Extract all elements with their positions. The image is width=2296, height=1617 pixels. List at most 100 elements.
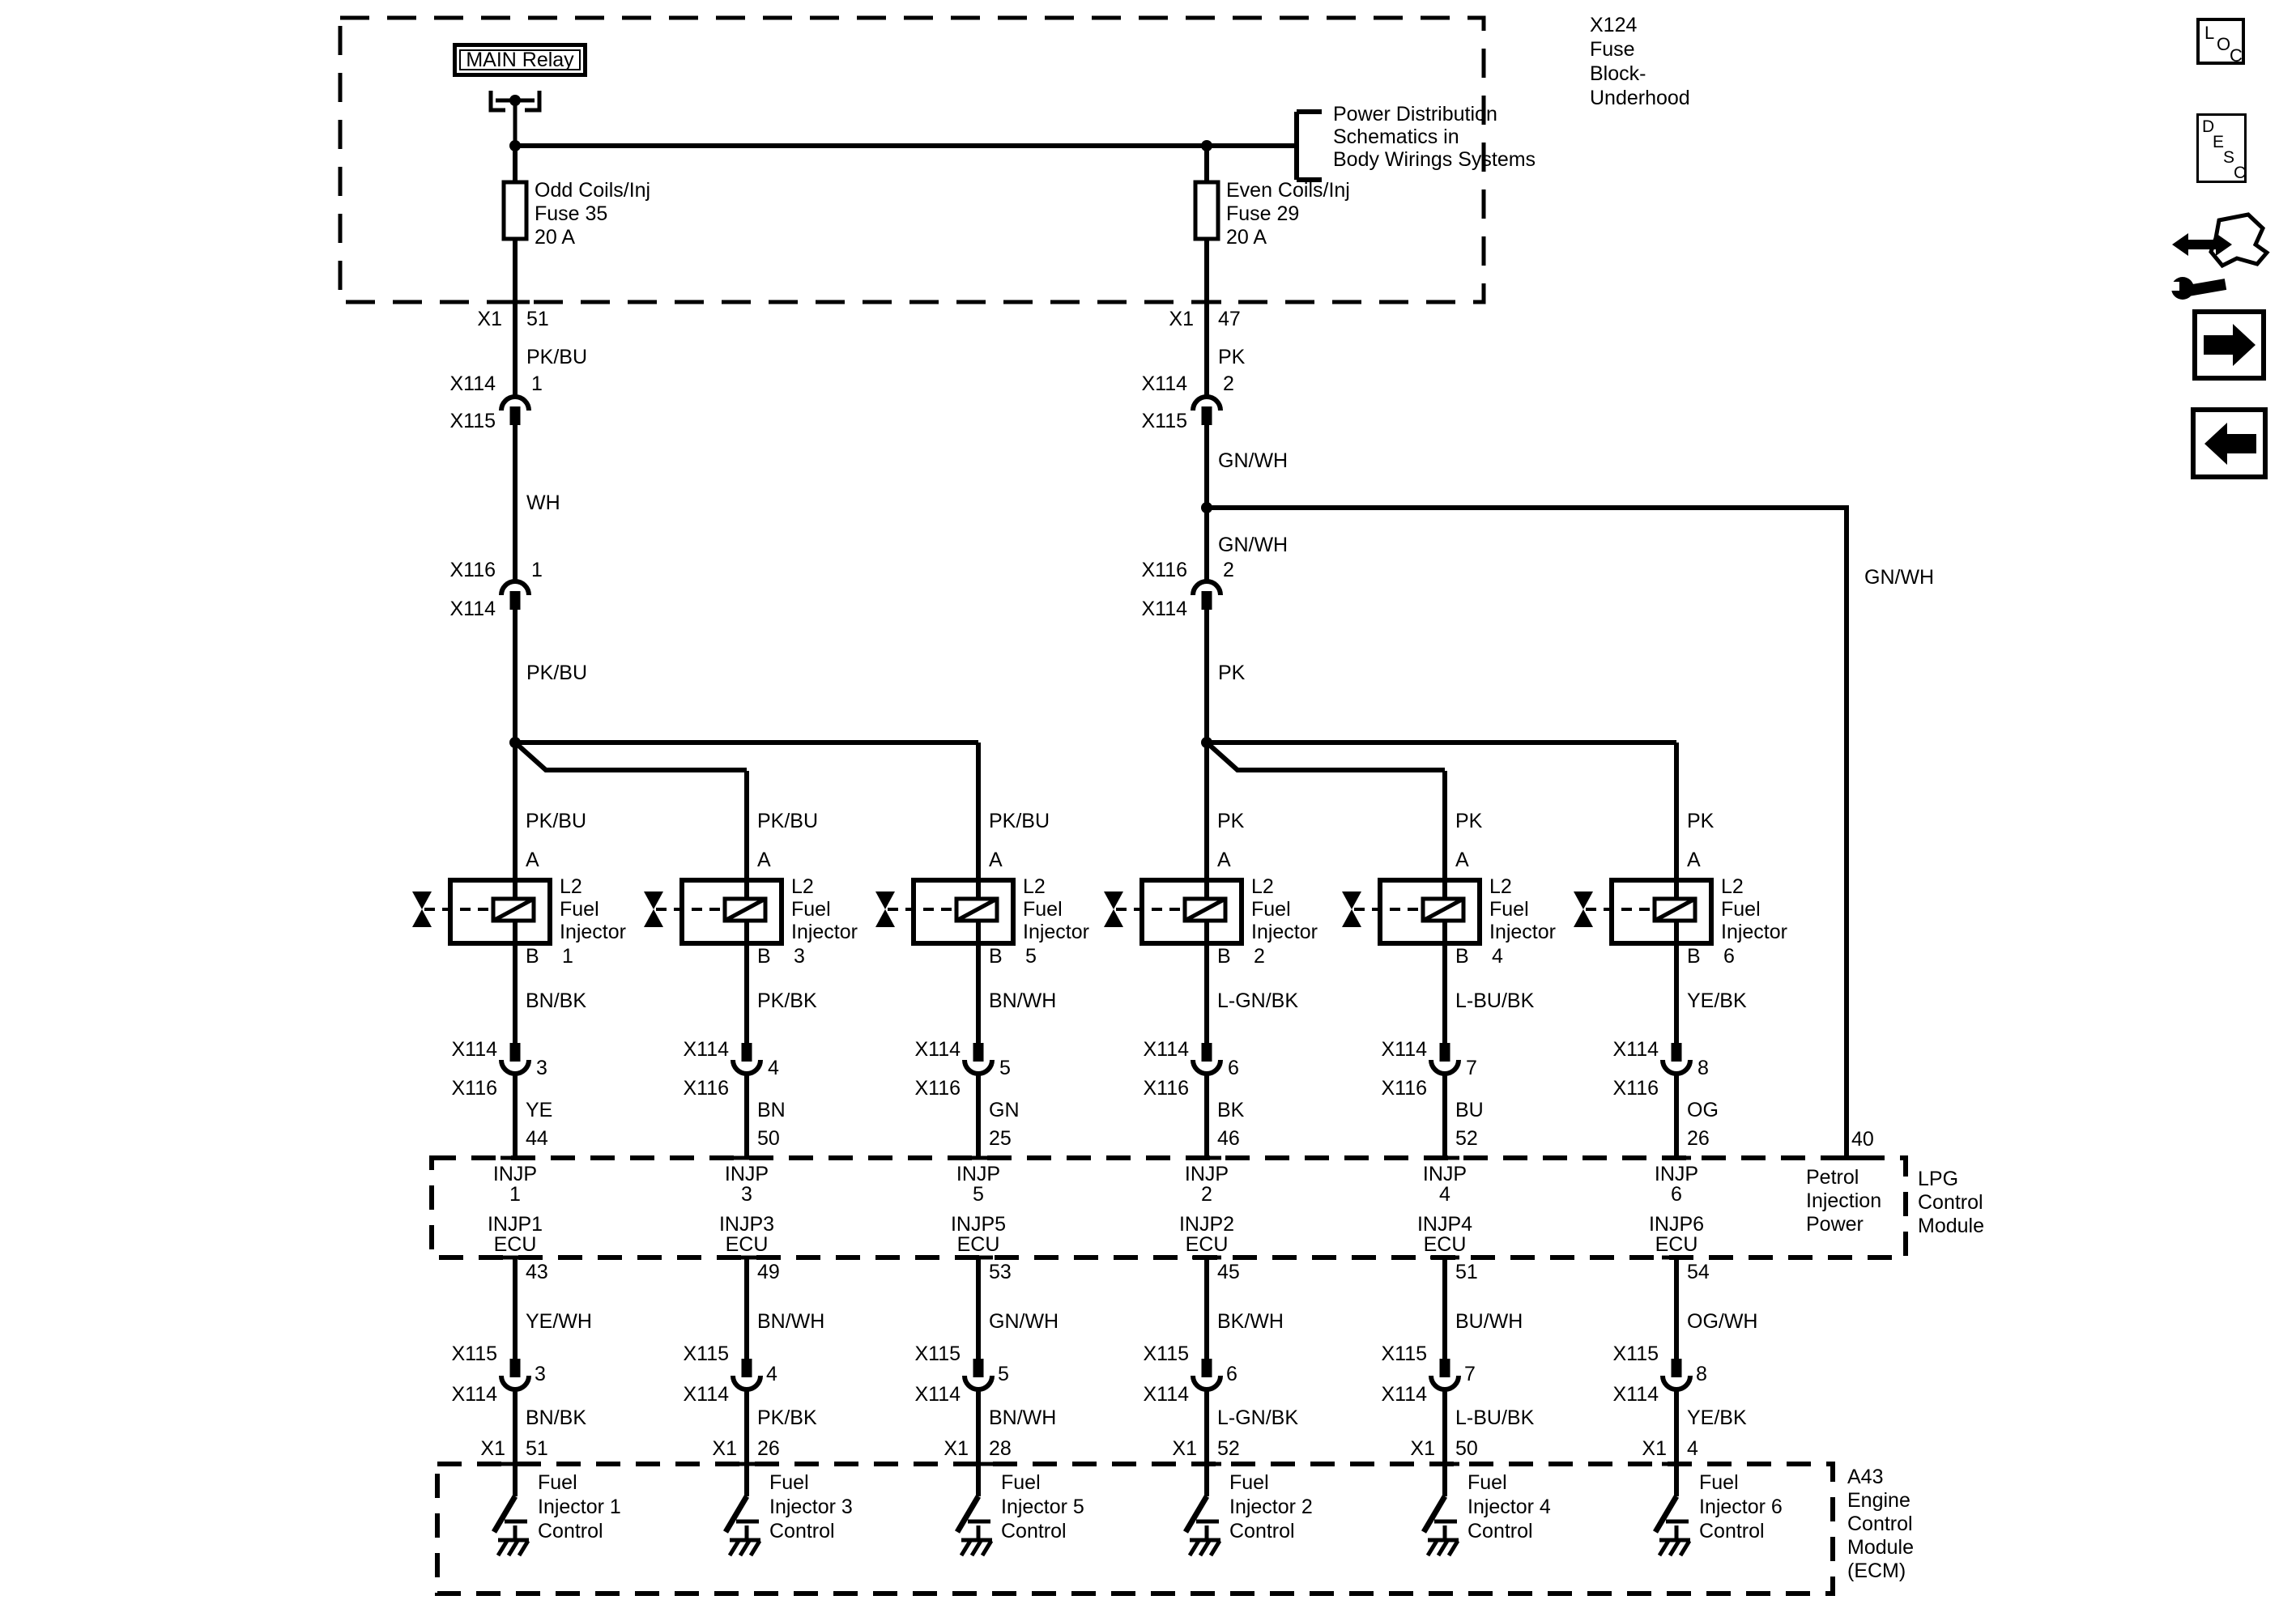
pin-number: 25 bbox=[989, 1127, 1012, 1150]
fuse-right-label: Fuse 29 bbox=[1226, 202, 1300, 225]
connector-label: X114 bbox=[1381, 1038, 1427, 1061]
injector-name-line: L2 bbox=[560, 875, 582, 898]
connector-label: X114 bbox=[914, 1383, 961, 1406]
lpg-pin-number: 2 bbox=[1201, 1183, 1212, 1206]
pin-number: 52 bbox=[1217, 1437, 1240, 1460]
pin-number: 51 bbox=[526, 1437, 548, 1460]
pin-number: 2 bbox=[1223, 559, 1234, 581]
connector-label: X115 bbox=[1612, 1343, 1659, 1365]
pin-number: 3 bbox=[536, 1057, 547, 1079]
injector-pin-a-label: A bbox=[1687, 849, 1701, 871]
lpg-output-name: ECU bbox=[956, 1233, 1000, 1256]
injector-name-line: Fuel bbox=[560, 898, 599, 921]
lpg-output-name: INJP6 bbox=[1648, 1213, 1705, 1236]
ecm-control-label: Control bbox=[1001, 1520, 1067, 1543]
loc-button[interactable]: L O C bbox=[2196, 18, 2245, 66]
wire-color-label: PK bbox=[1455, 810, 1483, 832]
wire-color-label: GN/WH bbox=[1218, 449, 1289, 472]
ecm-control-label: Control bbox=[1467, 1520, 1533, 1543]
pin-number: 5 bbox=[998, 1363, 1009, 1385]
injector-name-line: L2 bbox=[1721, 875, 1744, 898]
wire-color-label: GN/WH bbox=[989, 1310, 1059, 1333]
injector-pin-a-label: A bbox=[757, 849, 771, 871]
injector-name-line: Fuel bbox=[1023, 898, 1063, 921]
fuse-block-id-line: X124 bbox=[1590, 14, 1638, 36]
petrol-injection-power-label: Injection bbox=[1806, 1189, 1882, 1212]
pin-number: 6 bbox=[1226, 1363, 1237, 1385]
fuse-left-label: 20 A bbox=[535, 226, 576, 249]
fuse-block-id-line: Block- bbox=[1590, 62, 1646, 85]
ecm-control-label: Fuel bbox=[1001, 1471, 1041, 1494]
wire-color-label: BK bbox=[1217, 1099, 1245, 1121]
injector-name-line: Fuel bbox=[1489, 898, 1529, 921]
pin-number: 4 bbox=[766, 1363, 777, 1385]
ecm-control-label: Control bbox=[538, 1520, 603, 1543]
connector-label: X114 bbox=[1612, 1383, 1659, 1406]
pin-number: 26 bbox=[1687, 1127, 1710, 1150]
connector-label: X1 bbox=[480, 1437, 505, 1460]
ecm-control-label: Fuel bbox=[1699, 1471, 1739, 1494]
injector-pin-b-label: B bbox=[989, 945, 1003, 968]
power-bus-wire bbox=[515, 109, 1322, 182]
injector-pin-b-label: B bbox=[526, 945, 539, 968]
wire-color-label: OG bbox=[1687, 1099, 1719, 1121]
loc-letter: C bbox=[2230, 45, 2243, 66]
wire-color-label: PK bbox=[1217, 810, 1245, 832]
connector-label: X115 bbox=[451, 1343, 497, 1365]
main-relay-label: MAIN Relay bbox=[466, 48, 574, 71]
lpg-pin-name: INJP bbox=[1654, 1163, 1699, 1185]
injector-pin-a-label: A bbox=[1217, 849, 1231, 871]
pin-number: 51 bbox=[1455, 1261, 1478, 1283]
injector-name-line: Injector bbox=[1251, 921, 1318, 943]
gnwh-petrol-power-wire bbox=[1207, 505, 1861, 1160]
connector-label: X114 bbox=[449, 372, 496, 395]
power-distribution-note: Power Distribution bbox=[1333, 103, 1497, 126]
connector-label: X115 bbox=[683, 1343, 729, 1365]
wire-color-label: L-BU/BK bbox=[1455, 1406, 1535, 1429]
connector-label: X114 bbox=[914, 1038, 961, 1061]
wire-color-label: WH bbox=[526, 491, 560, 514]
wire-color-label: PK bbox=[1218, 346, 1246, 368]
pin-number: 52 bbox=[1455, 1127, 1478, 1150]
wire-color-label: PK/BU bbox=[989, 810, 1050, 832]
previous-page-button[interactable] bbox=[2191, 407, 2268, 479]
next-page-button[interactable] bbox=[2192, 309, 2266, 381]
connector-label: X114 bbox=[1381, 1383, 1427, 1406]
fuse-right-label: 20 A bbox=[1226, 226, 1267, 249]
pin-number: 5 bbox=[999, 1057, 1011, 1079]
wire-color-label: GN/WH bbox=[1218, 534, 1289, 556]
connector-label: X1 bbox=[1410, 1437, 1435, 1460]
pin-number: 44 bbox=[526, 1127, 548, 1150]
injector-name-line: Injector bbox=[1721, 921, 1787, 943]
desc-button[interactable]: D E S C bbox=[2196, 113, 2247, 183]
pin-number: 6 bbox=[1228, 1057, 1239, 1079]
feed-circuit bbox=[1191, 140, 1223, 748]
connector-label: X1 bbox=[1172, 1437, 1197, 1460]
wire-color-label: PK bbox=[1687, 810, 1715, 832]
connector-label: X116 bbox=[1141, 559, 1187, 581]
lpg-pin-number: 6 bbox=[1671, 1183, 1682, 1206]
desc-letter: C bbox=[2234, 164, 2247, 182]
wire-color-label: OG/WH bbox=[1687, 1310, 1758, 1333]
lpg-pin-number: 1 bbox=[509, 1183, 521, 1206]
injector-name-line: Fuel bbox=[791, 898, 831, 921]
injector-name-line: Injector bbox=[1023, 921, 1089, 943]
lpg-pin-name: INJP bbox=[724, 1163, 769, 1185]
lpg-output-name: INJP3 bbox=[718, 1213, 775, 1236]
ecm-control-label: Injector 5 bbox=[1001, 1496, 1084, 1518]
wire-color-label: PK/BU bbox=[526, 662, 588, 684]
schematic-direction-icon[interactable] bbox=[2169, 211, 2278, 304]
arrow-right-icon bbox=[2204, 324, 2256, 366]
fuse-block-id-line: Underhood bbox=[1590, 87, 1690, 109]
injector-number: 6 bbox=[1723, 945, 1735, 968]
lpg-output-name: ECU bbox=[493, 1233, 537, 1256]
injector-feed-branches bbox=[513, 740, 1676, 772]
ecm-box bbox=[435, 1462, 1835, 1596]
ecm-control-label: Injector 2 bbox=[1229, 1496, 1313, 1518]
pin-number: 43 bbox=[526, 1261, 548, 1283]
lpg-output-name: INJP1 bbox=[487, 1213, 543, 1236]
injector-circuit bbox=[644, 771, 784, 1557]
pin-number: 8 bbox=[1696, 1363, 1707, 1385]
wire-color-label: PK/BU bbox=[526, 346, 588, 368]
injector-number: 4 bbox=[1492, 945, 1503, 968]
